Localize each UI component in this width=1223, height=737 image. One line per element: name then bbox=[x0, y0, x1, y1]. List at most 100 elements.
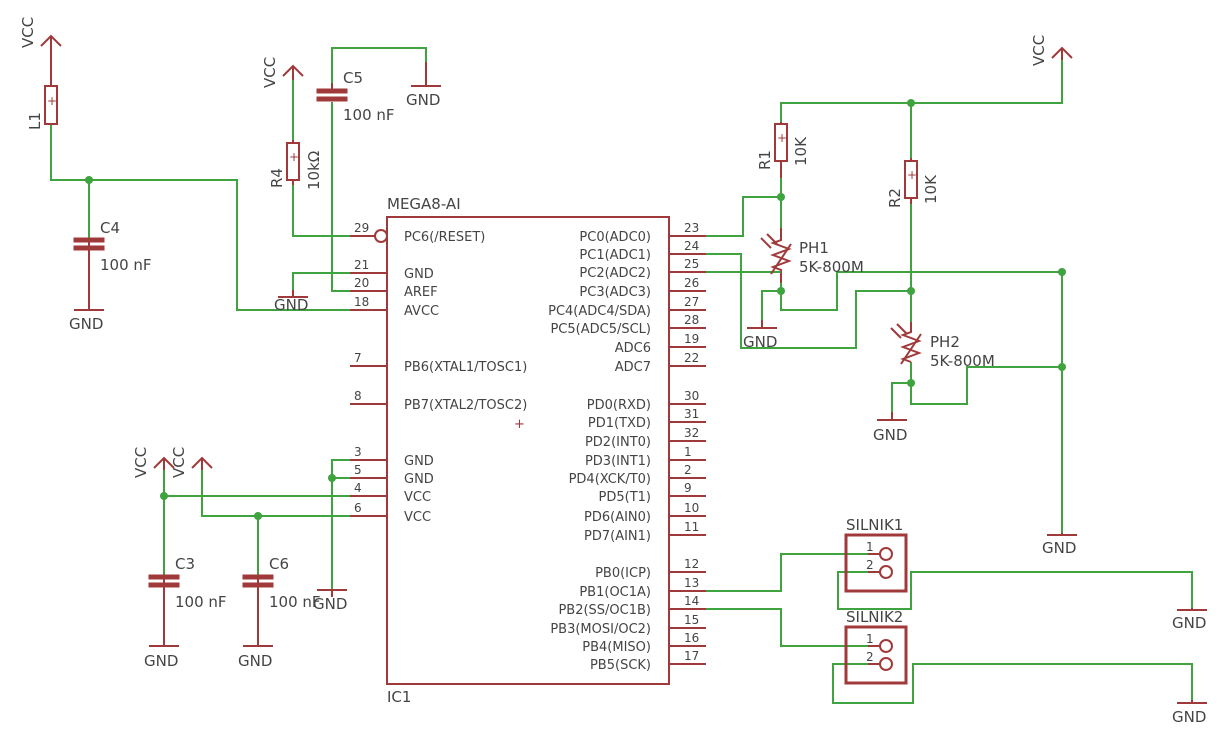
pin-number: 2 bbox=[684, 463, 692, 477]
pin-name: PB4(MISO) bbox=[582, 640, 651, 655]
vcc-symbol-c6: VCC bbox=[170, 447, 213, 478]
c5-value: 100 nF bbox=[343, 106, 395, 124]
gnd-label: GND bbox=[743, 333, 777, 351]
c4-value: 100 nF bbox=[100, 256, 152, 274]
gnd-label: GND bbox=[144, 652, 178, 670]
wire-l1-avcc bbox=[50, 124, 350, 311]
c6-ref: C6 bbox=[269, 555, 289, 573]
junction-dot bbox=[777, 193, 785, 201]
svg-text:+: + bbox=[47, 94, 57, 108]
c6-value: 100 nF bbox=[269, 593, 321, 611]
pin-name: PB1(OC1A) bbox=[579, 585, 651, 600]
wire-vcc4 bbox=[163, 470, 350, 497]
junction-dot bbox=[160, 492, 168, 500]
pin-name: AVCC bbox=[404, 304, 439, 319]
pin-number: 15 bbox=[684, 613, 699, 627]
pin-number: 32 bbox=[684, 426, 699, 440]
pin-number: 28 bbox=[684, 313, 699, 327]
wire-c5-aref bbox=[331, 47, 427, 83]
pin-name: PC4(ADC4/SDA) bbox=[548, 304, 651, 319]
c3-value: 100 nF bbox=[175, 593, 227, 611]
pin-name: VCC bbox=[404, 510, 431, 525]
pin-name: PC5(ADC5/SCL) bbox=[550, 322, 651, 337]
r2-value: 10K bbox=[922, 174, 940, 204]
gnd-symbol-ph1: GND bbox=[743, 320, 777, 351]
wire-pb1 bbox=[706, 553, 868, 592]
ph1-ref: PH1 bbox=[799, 239, 829, 257]
silnik1-pin2: 2 bbox=[866, 558, 874, 572]
junctions bbox=[85, 99, 1066, 520]
pin-number: 17 bbox=[684, 649, 699, 663]
pin-number: 30 bbox=[684, 389, 699, 403]
vcc-label: VCC bbox=[132, 447, 150, 478]
pin-number: 26 bbox=[684, 276, 699, 290]
pin-number: 19 bbox=[684, 332, 699, 346]
pin-number: 21 bbox=[354, 258, 369, 272]
pin-name: PC0(ADC0) bbox=[579, 230, 651, 245]
junction-dot bbox=[328, 474, 336, 482]
pin-name: PB7(XTAL2/TOSC2) bbox=[404, 398, 527, 413]
pin-name: PB3(MOSI/OC2) bbox=[550, 622, 651, 637]
wire-gnd21 bbox=[292, 272, 350, 290]
gnd-label: GND bbox=[1042, 539, 1076, 557]
capacitor-c3: C3 100 nF bbox=[148, 555, 227, 622]
resistor-r4: + R4 10kΩ bbox=[268, 140, 323, 190]
pin-number: 4 bbox=[354, 481, 362, 495]
pin-name: GND bbox=[404, 472, 434, 487]
ph2-ref: PH2 bbox=[930, 333, 960, 351]
gnd-label: GND bbox=[873, 426, 907, 444]
wire-vcc6 bbox=[201, 470, 350, 517]
pin-name: PD1(TXD) bbox=[588, 416, 651, 431]
vcc-symbol-l1: VCC bbox=[19, 17, 62, 86]
pin-number: 6 bbox=[354, 501, 362, 515]
pin-number: 31 bbox=[684, 407, 699, 421]
pin-number: 13 bbox=[684, 576, 699, 590]
pin-number: 27 bbox=[684, 295, 699, 309]
wire-vcc-right bbox=[780, 60, 1063, 122]
pin-name: PD6(AIN0) bbox=[584, 510, 651, 525]
wire-silnik1-2 bbox=[837, 571, 1193, 610]
c3-ref: C3 bbox=[175, 555, 195, 573]
ic-mega8: MEGA8-AI IC1 + 29PC6(/RESET)21GND20AREF1… bbox=[350, 195, 706, 706]
pin-name: PB0(ICP) bbox=[595, 566, 651, 581]
pin-number: 16 bbox=[684, 631, 699, 645]
r2-ref: R2 bbox=[886, 188, 904, 208]
silnik1-ref: SILNIK1 bbox=[846, 516, 903, 534]
pin-number: 18 bbox=[354, 295, 369, 309]
pin-name: PB6(XTAL1/TOSC1) bbox=[404, 360, 527, 375]
wire-ph2-gnd bbox=[891, 382, 911, 412]
svg-text:+: + bbox=[289, 150, 299, 164]
pin-name: AREF bbox=[404, 285, 438, 300]
wire-pb2 bbox=[706, 608, 868, 647]
junction-dot bbox=[85, 176, 93, 184]
ic-left-pins: 29PC6(/RESET)21GND20AREF18AVCC7PB6(XTAL1… bbox=[350, 221, 527, 525]
vcc-label: VCC bbox=[1030, 35, 1048, 66]
resistor-r1: + R1 10K bbox=[756, 122, 810, 178]
gnd-symbol-c5: GND bbox=[406, 62, 441, 109]
svg-text:+: + bbox=[907, 168, 917, 182]
wires bbox=[50, 47, 1193, 704]
pin-name: PD0(RXD) bbox=[587, 398, 651, 413]
junction-dot bbox=[907, 287, 915, 295]
capacitor-c5: C5 100 nF bbox=[316, 69, 395, 124]
pin-name: PC1(ADC1) bbox=[579, 248, 651, 263]
